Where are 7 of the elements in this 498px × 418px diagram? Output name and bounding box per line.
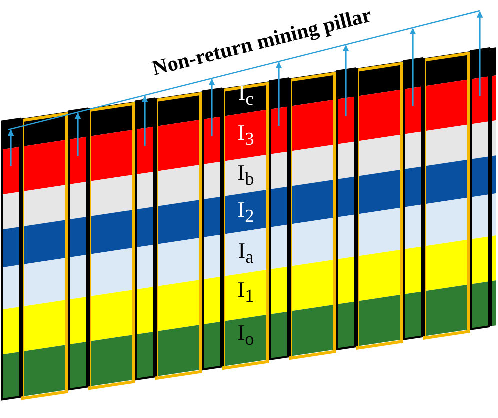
layer-label: I$_{2}$ [238,198,254,228]
layer-label: I$_{3}$ [238,120,254,152]
layer-label: I$_{b}$ [238,160,254,192]
layer-label: I$_{a}$ [238,238,254,270]
layer-label: I$_{o}$ [238,320,254,352]
pillar-label: Non-return mining pillar [150,2,374,82]
layer-label: I$_{1}$ [238,278,254,308]
